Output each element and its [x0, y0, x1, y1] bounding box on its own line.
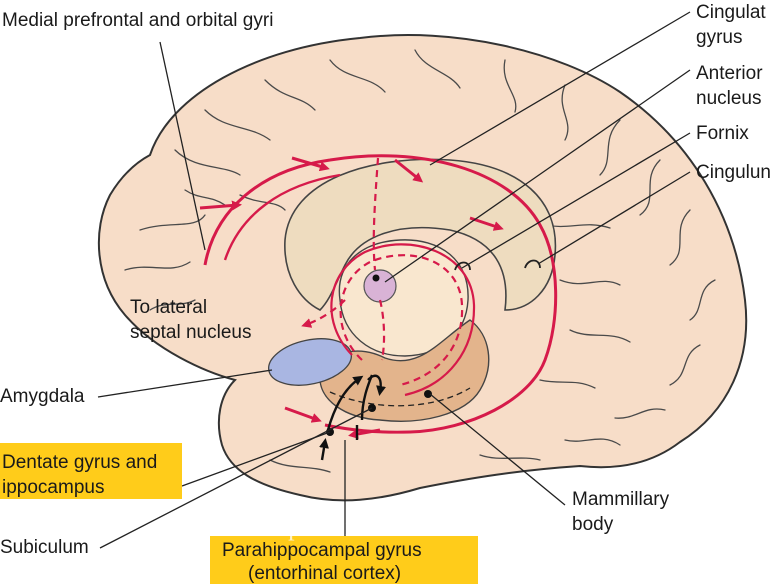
fornix-arc: [339, 254, 464, 387]
label-lateral-septal-line2: septal nucleus: [130, 322, 252, 343]
label-dentate-line1: Dentate gyrus and: [2, 452, 158, 473]
label-dentate-line2: ippocampus: [2, 477, 105, 498]
label-cingulate-gyrus-line1: Cingulat: [696, 2, 766, 23]
label-anterior-nucleus-line1: Anterior: [696, 63, 763, 84]
dashed-paths: [301, 157, 386, 361]
dentate-highlight: [0, 443, 182, 499]
corpus-callosum: [284, 158, 557, 311]
hippocampus-region: [319, 319, 490, 422]
thalamus: [338, 239, 469, 357]
label-mammillary-line1: Mammillary: [572, 489, 670, 510]
label-subiculum: Subiculum: [0, 537, 89, 558]
label-cingulate-gyrus-line2: gyrus: [696, 27, 743, 48]
parahippocampal-highlight: [210, 536, 478, 584]
label-parahippocampal-line2: (entorhinal cortex): [248, 563, 402, 584]
anterior-nucleus-shape: [363, 269, 397, 303]
label-anterior-nucleus-line2: nucleus: [696, 88, 762, 109]
label-fornix: Fornix: [696, 123, 749, 144]
watermark: yourchiropractichealth.com: [178, 512, 491, 541]
label-lateral-septal-line1: To lateral: [130, 297, 208, 318]
leader-lines: [97, 11, 691, 549]
hippocampal-arrows: [319, 374, 386, 461]
label-medial-prefrontal: Medial prefrontal and orbital gyri: [2, 10, 274, 31]
label-cingulum: Cingulun: [696, 162, 771, 183]
label-parahippocampal-line1: Parahippocampal gyrus: [222, 540, 422, 561]
sulci-lines: [124, 49, 716, 473]
label-mammillary-line2: body: [572, 514, 614, 535]
label-amygdala: Amygdala: [0, 386, 85, 407]
